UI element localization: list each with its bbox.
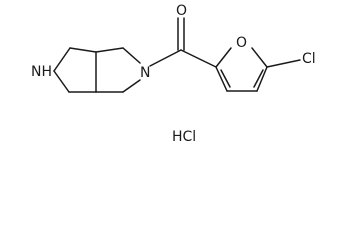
bond — [149, 49, 182, 67]
bond — [220, 69, 231, 88]
bond — [122, 79, 141, 93]
salt-label: HCl — [172, 129, 196, 145]
bond — [69, 47, 97, 53]
bond — [266, 59, 301, 68]
atom-n-amide: N — [140, 65, 150, 81]
atom-nh: NH — [31, 64, 52, 80]
bond — [215, 66, 228, 92]
bond — [122, 47, 141, 64]
bond — [53, 70, 70, 93]
bond — [180, 49, 217, 68]
atom-o-carbonyl: O — [176, 3, 187, 19]
bond — [53, 47, 71, 72]
bond — [95, 47, 124, 53]
bond — [215, 47, 232, 68]
atom-o-furan: O — [236, 35, 247, 51]
molecule-structure: NH N O O Cl HCl — [31, 3, 316, 145]
bond — [256, 66, 268, 92]
bond — [253, 69, 264, 88]
bond — [251, 47, 268, 68]
atom-cl: Cl — [302, 51, 316, 67]
